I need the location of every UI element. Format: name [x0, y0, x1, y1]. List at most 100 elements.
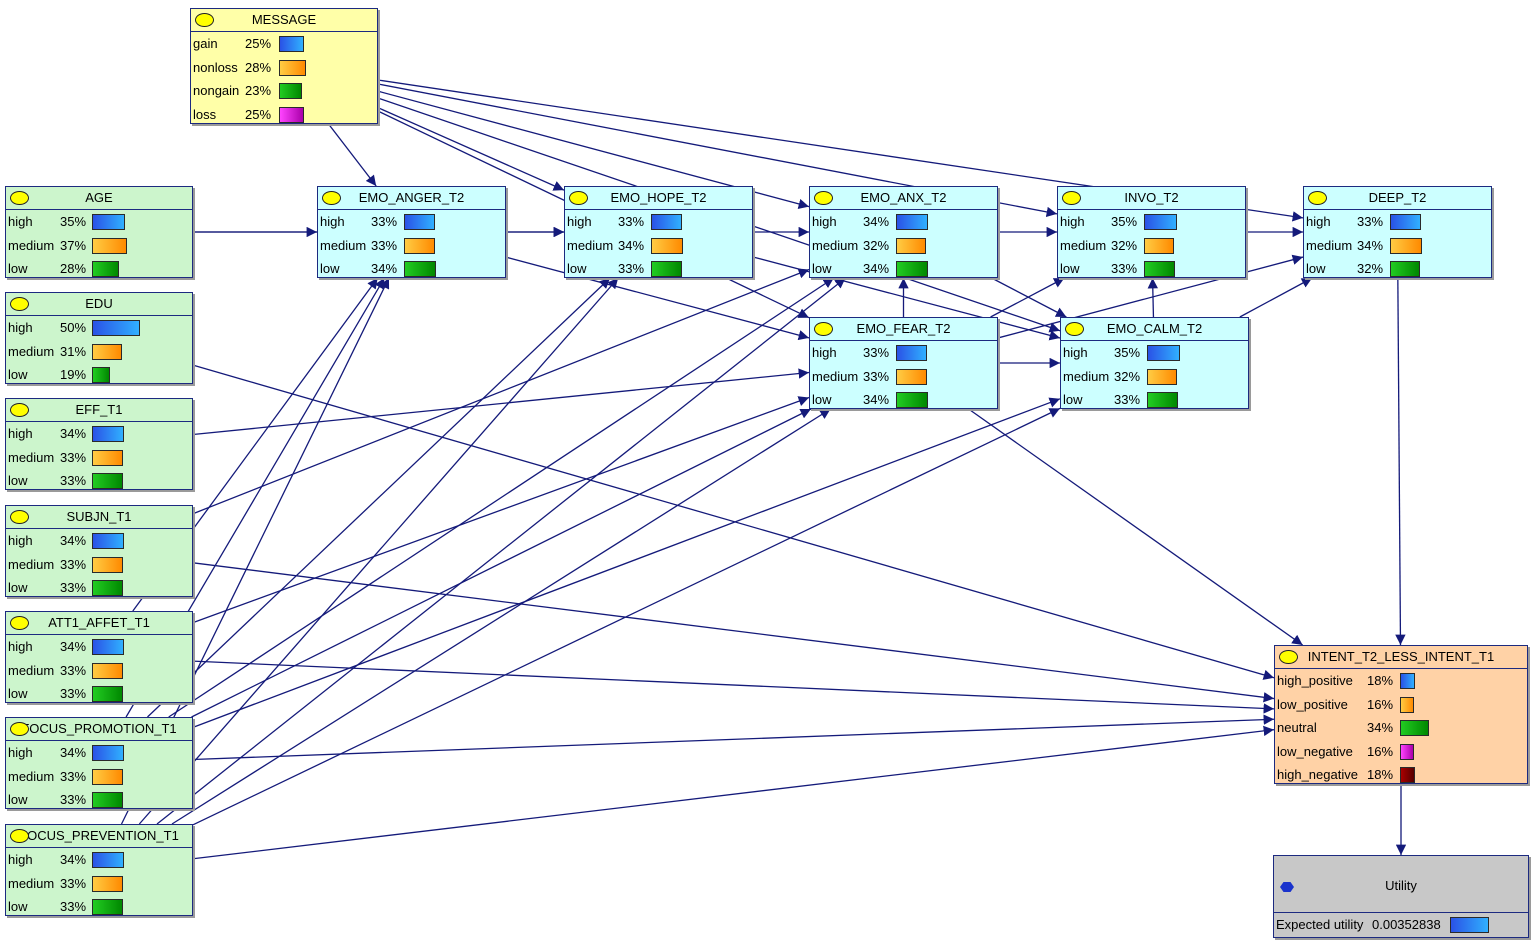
- state-name: low: [8, 580, 28, 595]
- probability-bar: [896, 345, 927, 361]
- node-title-bar[interactable]: SUBJN_T1: [6, 506, 192, 529]
- state-name: high: [1060, 214, 1085, 229]
- state-name: medium: [8, 556, 55, 572]
- node-title-bar[interactable]: FOCUS_PROMOTION_T1: [6, 718, 192, 741]
- node-title-bar[interactable]: INTENT_T2_LESS_INTENT_T1: [1275, 646, 1527, 669]
- node-title-bar[interactable]: EMO_ANX_T2: [810, 187, 997, 210]
- node-title-bar[interactable]: EMO_HOPE_T2: [565, 187, 752, 210]
- expected-utility-label: Expected utility: [1276, 917, 1364, 932]
- node-title-bar[interactable]: ATT1_AFFET_T1: [6, 612, 192, 635]
- state-name: high: [8, 426, 33, 441]
- edge-subjn-t1-to-intent: [192, 562, 1275, 703]
- probability-bar: [92, 449, 123, 466]
- node-title-bar[interactable]: MESSAGE: [191, 9, 377, 32]
- node-title-bar[interactable]: FOCUS_PREVENTION_T1: [6, 825, 192, 848]
- node-title-bar[interactable]: EMO_ANGER_T2: [318, 187, 505, 210]
- node-title-bar[interactable]: INVO_T2: [1058, 187, 1245, 210]
- node-title-bar[interactable]: EMO_CALM_T2: [1061, 318, 1248, 341]
- edge-focus-prevention-t1-to-emo-fear-t2: [171, 408, 831, 825]
- probability-bar: [92, 792, 123, 808]
- node-title-bar[interactable]: DEEP_T2: [1304, 187, 1491, 210]
- node-title-bar[interactable]: EMO_FEAR_T2: [810, 318, 997, 341]
- edge-edu-to-intent: [192, 364, 1275, 680]
- node-title-bar[interactable]: AGE: [6, 187, 192, 210]
- chance-node-icon: [10, 510, 29, 524]
- node-title-bar[interactable]: EDU: [6, 293, 192, 316]
- chance-node-icon: [1065, 322, 1084, 336]
- probability-bar: [1400, 673, 1415, 689]
- state-probability: 33%: [1111, 261, 1138, 276]
- node-title-bar[interactable]: EFF_T1: [6, 399, 192, 422]
